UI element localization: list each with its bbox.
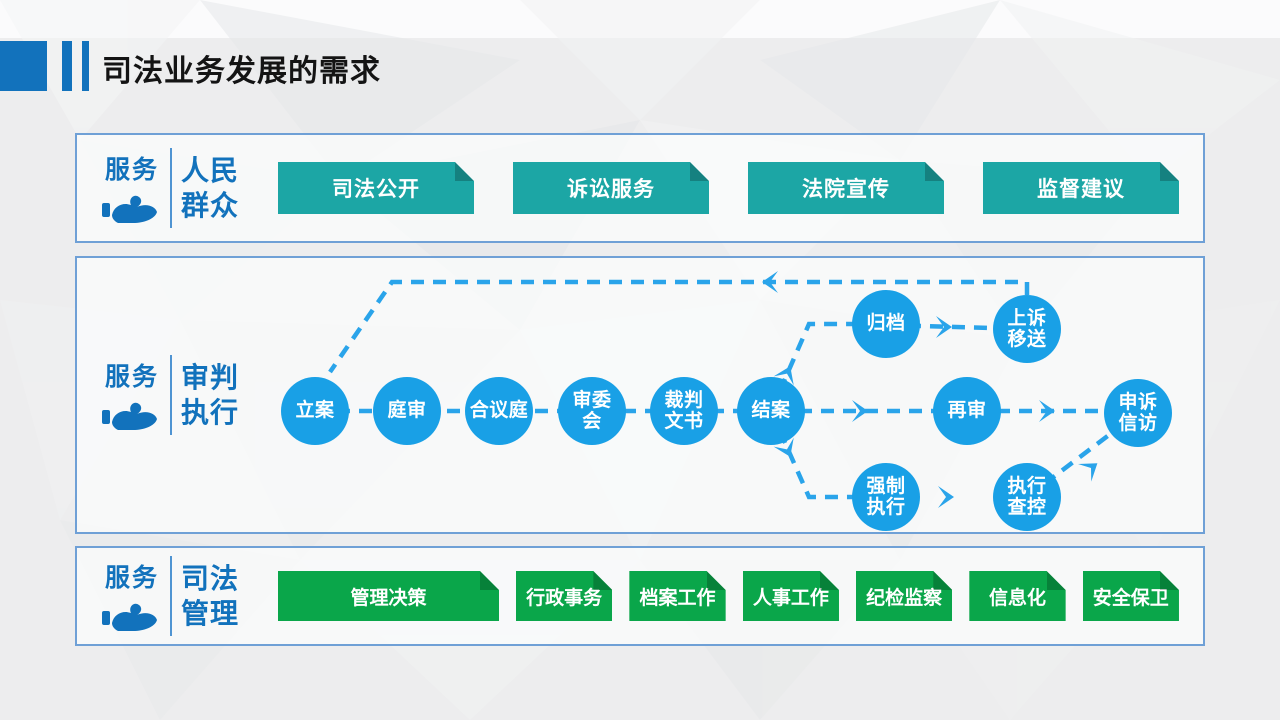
service-block: 服务 bbox=[93, 558, 171, 634]
node-collegial-panel[interactable]: 合议庭 bbox=[465, 377, 533, 445]
security-guard-button[interactable]: 安全保卫 bbox=[1083, 571, 1179, 621]
node-enforcement-control[interactable]: 执行 查控 bbox=[993, 463, 1061, 531]
node-case-filing[interactable]: 立案 bbox=[281, 377, 349, 445]
section-trial-enforcement: 服务 审判 执行 bbox=[75, 256, 1205, 534]
litigation-service-button[interactable]: 诉讼服务 bbox=[513, 162, 709, 214]
section-head: 服务 司法 管理 bbox=[77, 548, 277, 644]
section-head: 服务 审判 执行 bbox=[77, 347, 277, 443]
section-target: 审判 执行 bbox=[181, 362, 240, 428]
court-publicity-button[interactable]: 法院宣传 bbox=[748, 162, 944, 214]
management-decision-button[interactable]: 管理决策 bbox=[278, 571, 499, 621]
hand-icon bbox=[102, 603, 157, 631]
personnel-work-button[interactable]: 人事工作 bbox=[743, 571, 839, 621]
section-divider bbox=[170, 556, 172, 636]
title-marker-bar-thin bbox=[82, 41, 89, 91]
service-label: 服务 bbox=[104, 564, 159, 592]
node-court-hearing[interactable]: 庭审 bbox=[373, 377, 441, 445]
section-target: 人民 群众 bbox=[181, 155, 240, 221]
node-petition-visit[interactable]: 申诉 信访 bbox=[1104, 379, 1172, 447]
service-block: 服务 bbox=[93, 357, 171, 433]
node-case-closing[interactable]: 结案 bbox=[737, 377, 805, 445]
discipline-inspection-button[interactable]: 纪检监察 bbox=[856, 571, 952, 621]
case-flow-diagram: 立案 庭审 合议庭 审委 会 裁判 文书 结案 归档 上诉 移送 再审 申诉 信… bbox=[77, 258, 1203, 532]
public-buttons-row: 司法公开 诉讼服务 法院宣传 监督建议 bbox=[278, 162, 1179, 214]
section-head: 服务 人民 群众 bbox=[77, 140, 277, 236]
node-retrial[interactable]: 再审 bbox=[933, 377, 1001, 445]
hand-icon bbox=[102, 402, 157, 430]
node-enforcement[interactable]: 强制 执行 bbox=[852, 463, 920, 531]
page-title: 司法业务发展的需求 bbox=[102, 55, 381, 88]
service-label: 服务 bbox=[104, 156, 159, 184]
service-label: 服务 bbox=[104, 363, 159, 391]
section-divider bbox=[170, 355, 172, 435]
admin-affairs-button[interactable]: 行政事务 bbox=[516, 571, 612, 621]
title-marker-block bbox=[0, 41, 47, 91]
archives-work-button[interactable]: 档案工作 bbox=[629, 571, 725, 621]
node-archiving[interactable]: 归档 bbox=[852, 290, 920, 358]
supervision-suggestion-button[interactable]: 监督建议 bbox=[983, 162, 1179, 214]
hand-icon bbox=[102, 195, 157, 223]
informatization-button[interactable]: 信息化 bbox=[969, 571, 1065, 621]
flow-arrowheads bbox=[762, 271, 1098, 508]
management-buttons-row: 管理决策 行政事务 档案工作 人事工作 纪检监察 信息化 安全保卫 bbox=[278, 571, 1179, 621]
section-target: 司法 管理 bbox=[181, 563, 240, 629]
title-marker-bar bbox=[62, 41, 72, 91]
section-judicial-management: 服务 司法 管理 管理决策 行政事务 档案工作 人事工作 纪检监察 信息化 安全… bbox=[75, 546, 1205, 646]
node-judgment-document[interactable]: 裁判 文书 bbox=[650, 377, 718, 445]
service-block: 服务 bbox=[93, 150, 171, 226]
judicial-openness-button[interactable]: 司法公开 bbox=[278, 162, 474, 214]
node-judicial-committee[interactable]: 审委 会 bbox=[558, 377, 626, 445]
section-divider bbox=[170, 148, 172, 228]
section-serve-public: 服务 人民 群众 司法公开 诉讼服务 法院宣传 监督建议 bbox=[75, 133, 1205, 243]
node-appeal-transfer[interactable]: 上诉 移送 bbox=[993, 295, 1061, 363]
